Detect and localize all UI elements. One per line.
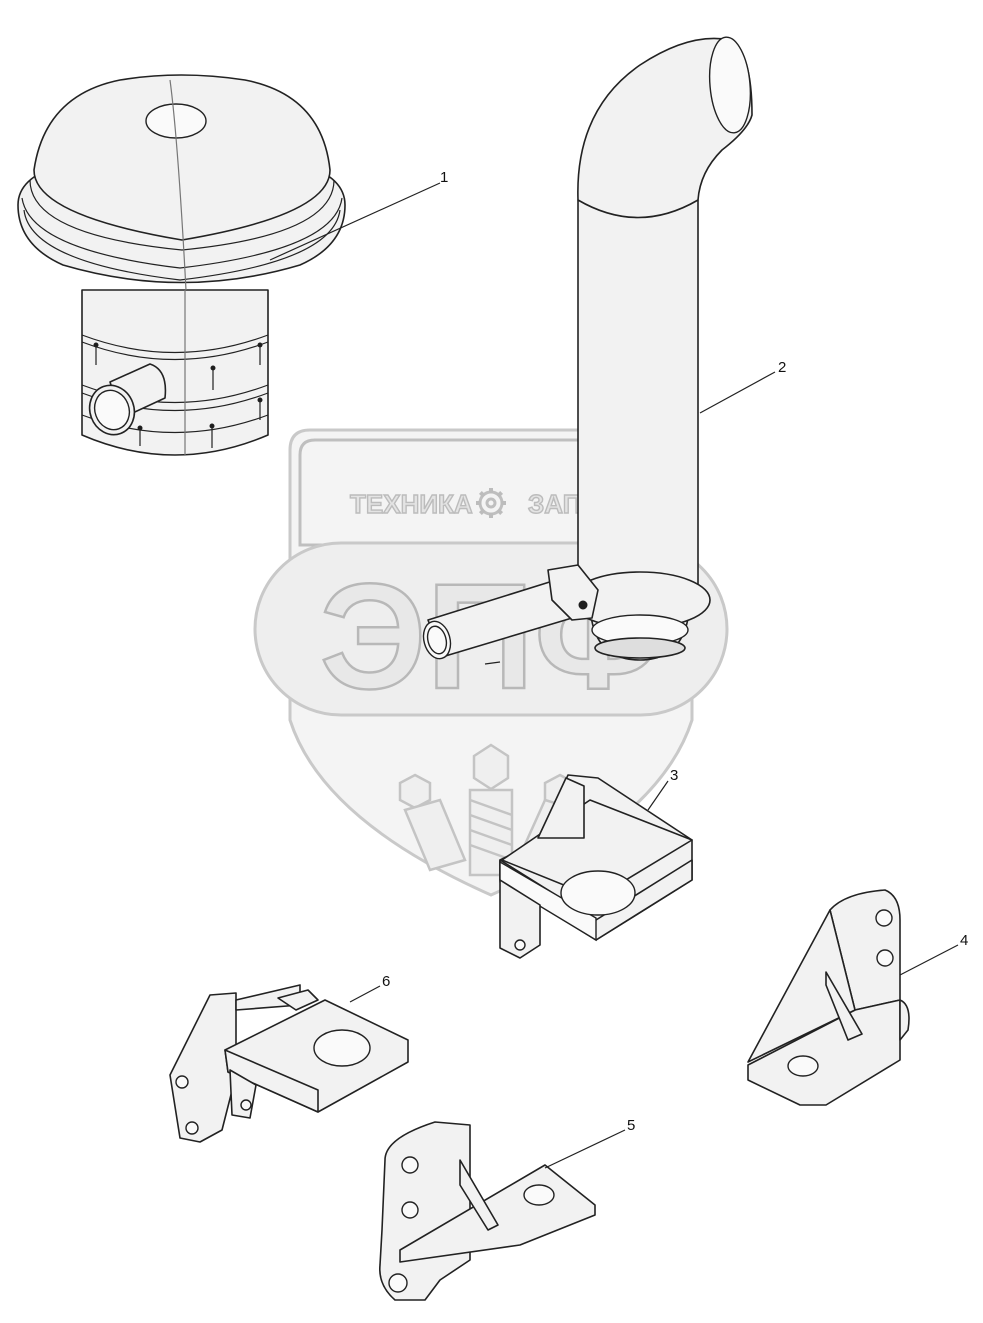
callouts: 1 2 3 4 5 6 — [269, 169, 968, 1169]
gear-icon — [476, 488, 506, 518]
pipe-outlet — [708, 36, 752, 134]
leader-2 — [699, 371, 776, 414]
part-3-bracket — [499, 774, 693, 959]
bracket-6-hole — [313, 1029, 371, 1067]
bracket-5-upright — [378, 1121, 471, 1301]
pipe-elbow — [577, 37, 753, 219]
callout-2: 2 — [778, 359, 786, 376]
pipe-vertical — [577, 199, 699, 591]
leader-5 — [544, 1129, 626, 1169]
callout-4: 4 — [960, 932, 968, 949]
part-4-bracket — [747, 889, 910, 1106]
leader-1 — [269, 182, 441, 261]
watermark-text-left: ТЕХНИКА — [350, 489, 473, 519]
leader-4 — [899, 944, 959, 976]
leader-3 — [647, 780, 669, 811]
filter-lid-dome — [33, 74, 331, 241]
callout-1: 1 — [440, 169, 448, 186]
part-2-exhaust-pipe — [422, 36, 753, 665]
filter-clips — [93, 342, 263, 448]
callout-6: 6 — [382, 973, 390, 990]
part-1-air-filter — [17, 74, 346, 456]
bracket-6-upright — [169, 992, 237, 1143]
bracket-4-base — [747, 999, 901, 1106]
callout-5: 5 — [627, 1117, 635, 1134]
callout-3: 3 — [670, 767, 678, 784]
part-6-bracket — [169, 984, 409, 1143]
part-5-bracket — [378, 1121, 596, 1301]
leader-6 — [349, 985, 381, 1003]
bracket-3-hole — [560, 870, 636, 916]
